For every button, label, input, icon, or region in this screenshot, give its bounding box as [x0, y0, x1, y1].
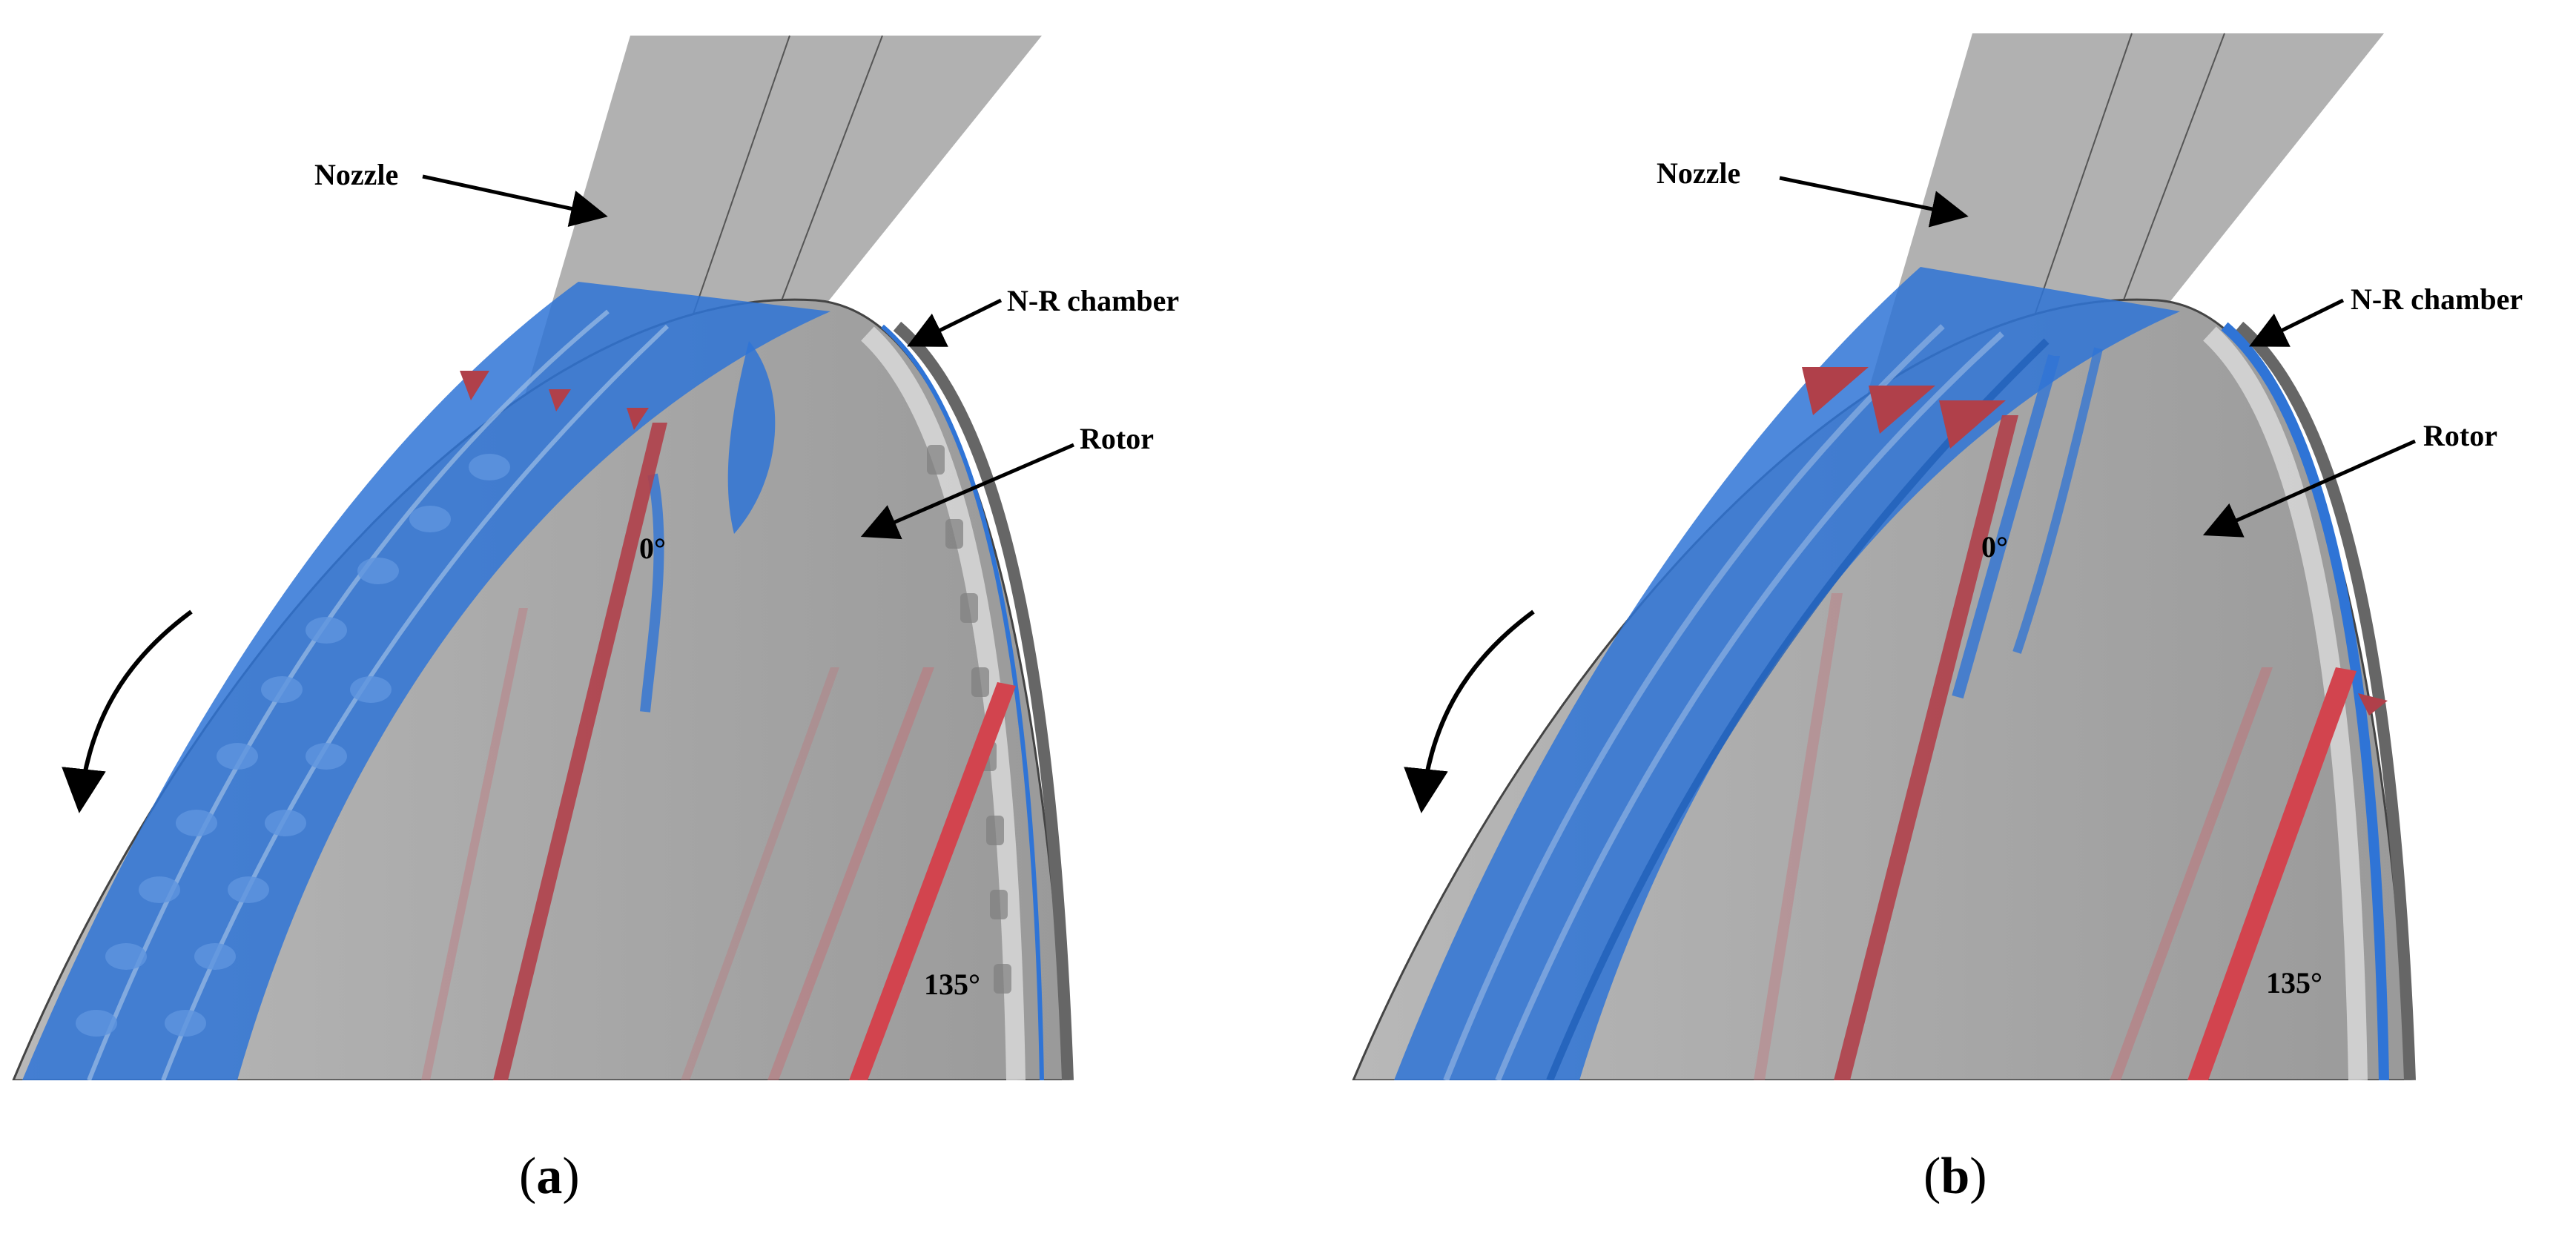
nr-chamber-leader — [907, 298, 1003, 347]
caption-letter: b — [1941, 1148, 1970, 1205]
nozzle-leader — [1779, 176, 1969, 228]
jet-plume — [727, 341, 776, 534]
panel-b — [1351, 33, 2417, 1082]
nr-chamber-rim — [893, 321, 1074, 1081]
marker-tip — [460, 371, 489, 400]
marker-faint — [767, 667, 934, 1080]
marker-tip — [1802, 367, 1869, 415]
rotation-arrow — [62, 609, 193, 813]
fluid-streak — [1546, 338, 2050, 1082]
nr-chamber-blue-edge — [881, 324, 1044, 1081]
caption-letter: a — [536, 1148, 563, 1205]
marker-tip — [1939, 400, 2006, 449]
rotor-rim-band — [2203, 326, 2368, 1081]
marker-tip — [549, 389, 571, 412]
rotor-rim-band — [861, 326, 1026, 1081]
nozzle-leader — [422, 174, 608, 227]
nozzle-label: Nozzle — [314, 158, 399, 191]
jet-streak — [2012, 347, 2103, 654]
marker-0deg — [493, 423, 667, 1080]
angle-135-label: 135° — [924, 968, 980, 1001]
angle-135-label: 135° — [2266, 966, 2322, 999]
marker-0deg — [1834, 415, 2018, 1080]
fluid-streak — [1443, 324, 1945, 1082]
marker-tip — [627, 408, 649, 430]
nr-chamber-label: N-R chamber — [2351, 282, 2523, 316]
panel-a — [11, 35, 1074, 1082]
marker-135deg — [2187, 667, 2357, 1080]
nr-chamber-label: N-R chamber — [1007, 284, 1180, 317]
fluid-streak — [1495, 331, 2004, 1082]
caption-area — [0, 1080, 2576, 1236]
angle-0-label: 0° — [1981, 530, 2008, 564]
marker-faint — [2110, 667, 2273, 1080]
fluid-volume — [22, 282, 830, 1080]
rotation-arrow — [1404, 609, 1535, 813]
rotor-leader — [2202, 439, 2417, 538]
nr-chamber-leader — [2249, 298, 2345, 347]
jet-streak — [1952, 354, 2060, 699]
marker-135deg — [849, 682, 1016, 1080]
rotor-label: Rotor — [1080, 422, 1154, 455]
nr-chamber-rim — [2235, 321, 2416, 1081]
marker-tip — [1869, 386, 1935, 434]
marker-faint — [421, 608, 528, 1080]
jet-streak — [640, 473, 664, 713]
rotor-leader — [860, 443, 1074, 540]
nozzle-label: Nozzle — [1657, 156, 1741, 190]
marker-faint — [681, 667, 839, 1080]
angle-0-label: 0° — [639, 532, 666, 565]
caption-b: (b) — [1923, 1148, 1987, 1205]
rotor-label: Rotor — [2423, 419, 2497, 452]
marker-faint — [1754, 593, 1843, 1080]
marker-tip — [2358, 693, 2388, 716]
nr-chamber-blue-edge — [2221, 322, 2389, 1081]
caption-a: (a) — [519, 1148, 580, 1205]
fluid-cells — [76, 454, 510, 1037]
